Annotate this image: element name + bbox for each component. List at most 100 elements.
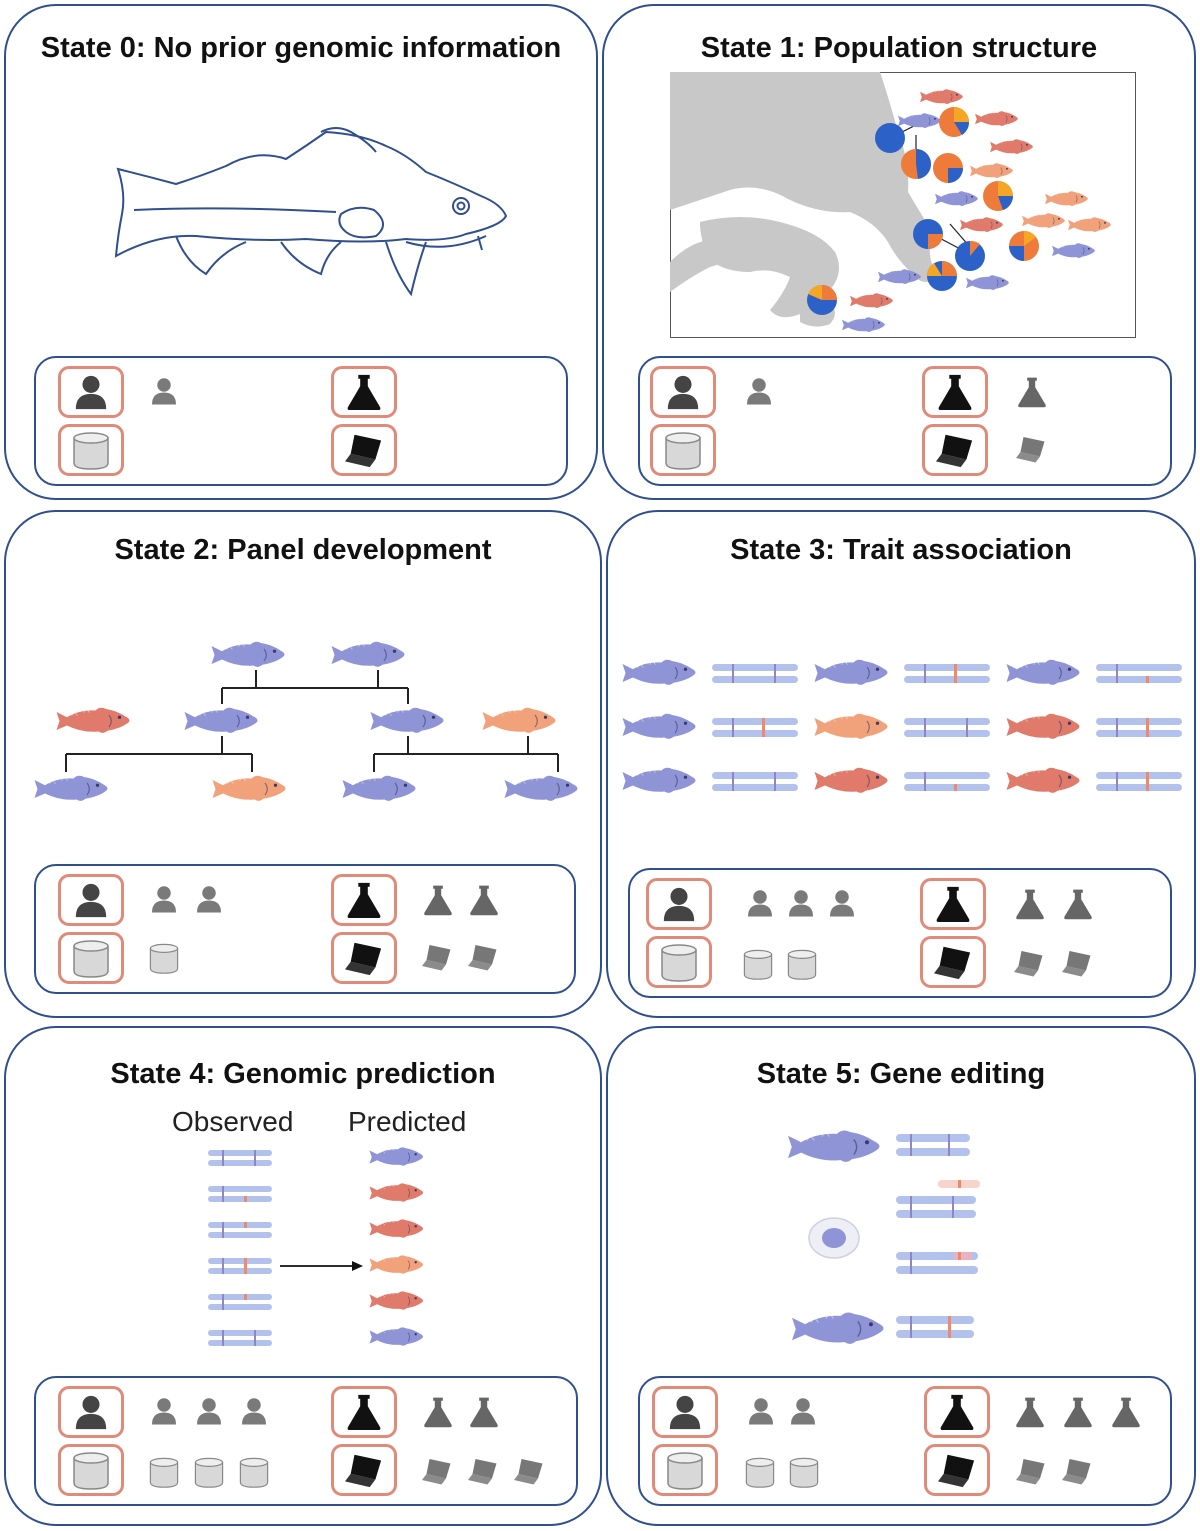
flask-icon — [345, 881, 383, 919]
flask-icon — [1016, 376, 1048, 408]
database-icon — [71, 1450, 111, 1490]
database-icon — [71, 430, 111, 470]
laptop-icon-box — [924, 1444, 990, 1496]
panel-title: State 5: Gene editing — [756, 1058, 1046, 1090]
laptop-icon — [1016, 434, 1046, 464]
person-icon-box — [646, 878, 712, 930]
database-icon-box — [652, 1444, 718, 1496]
resources-box — [638, 356, 1172, 486]
resources-box — [628, 868, 1172, 998]
flask-icon — [938, 1393, 976, 1431]
laptop-icon-box — [331, 424, 397, 476]
predicted-fish — [369, 1146, 424, 1348]
person-icon — [149, 884, 179, 914]
person-icon-box — [58, 1386, 124, 1438]
predicted-label: Predicted — [348, 1106, 467, 1137]
fish — [212, 775, 287, 804]
database-icon — [236, 1456, 272, 1488]
database-icon — [665, 1450, 705, 1490]
laptop-icon-box — [331, 932, 397, 984]
chromosome-group — [896, 1134, 980, 1338]
person-icon — [194, 884, 224, 914]
fish — [504, 775, 579, 804]
flask-icon — [422, 884, 454, 916]
database-icon — [663, 430, 703, 470]
flask-icon — [1062, 888, 1094, 920]
person-icon — [666, 1393, 704, 1431]
person-icon — [660, 885, 698, 923]
person-icon — [827, 888, 857, 918]
flask-icon-box — [924, 1386, 990, 1438]
resources-box — [34, 356, 568, 486]
person-icon-box — [58, 366, 124, 418]
panel-title: State 1: Population structure — [700, 32, 1098, 64]
person-icon — [149, 376, 179, 406]
flask-icon — [1110, 1396, 1142, 1428]
person-icon — [149, 1396, 179, 1426]
laptop-icon — [934, 943, 972, 981]
pie-charts — [807, 107, 1039, 315]
flask-icon — [934, 885, 972, 923]
laptop-icon — [345, 1451, 383, 1489]
person-icon — [786, 888, 816, 918]
person-icon — [746, 1396, 776, 1426]
panel-state-2: State 2: Panel development — [4, 510, 602, 1018]
laptop-icon-box — [920, 936, 986, 988]
person-icon — [745, 888, 775, 918]
fish — [331, 641, 406, 670]
laptop-icon — [422, 942, 452, 972]
fish — [482, 707, 557, 736]
laptop-icon — [1062, 1456, 1092, 1486]
prediction-diagram — [208, 1146, 424, 1348]
panel-state-1: State 1: Population structure — [602, 4, 1196, 500]
fish-group — [622, 659, 1081, 796]
panel-title: State 0: No prior genomic information — [40, 32, 562, 64]
database-icon — [786, 1456, 822, 1488]
fish — [56, 707, 131, 736]
database-icon — [146, 1456, 182, 1488]
panel-title: State 4: Genomic prediction — [110, 1058, 496, 1090]
flask-icon — [1062, 1396, 1094, 1428]
database-icon — [784, 948, 820, 980]
database-icon — [146, 942, 182, 974]
fish — [342, 775, 417, 804]
laptop-icon — [938, 1451, 976, 1489]
database-icon — [71, 938, 111, 978]
laptop-icon-box — [331, 1444, 397, 1496]
flask-icon-box — [331, 874, 397, 926]
fish — [792, 1311, 885, 1348]
laptop-icon-box — [922, 424, 988, 476]
database-icon-box — [650, 424, 716, 476]
database-icon-box — [58, 1444, 124, 1496]
resources-box — [34, 1376, 578, 1506]
flask-icon — [936, 373, 974, 411]
database-icon-box — [646, 936, 712, 988]
panel-title: State 2: Panel development — [114, 534, 492, 566]
panel-title: State 3: Trait association — [730, 534, 1072, 566]
laptop-icon — [468, 942, 498, 972]
laptop-icon — [468, 1456, 498, 1486]
person-icon — [788, 1396, 818, 1426]
gene-editing-diagram — [788, 1129, 980, 1348]
database-icon — [659, 942, 699, 982]
database-icon — [191, 1456, 227, 1488]
population-map — [670, 72, 1136, 338]
fish — [788, 1129, 881, 1166]
fish — [370, 707, 445, 736]
flask-icon — [468, 1396, 500, 1428]
person-icon — [744, 376, 774, 406]
fish — [34, 775, 109, 804]
database-icon-box — [58, 932, 124, 984]
pedigree-diagram — [34, 641, 579, 804]
person-icon — [194, 1396, 224, 1426]
database-icon-box — [58, 424, 124, 476]
flask-icon — [1014, 888, 1046, 920]
fish — [211, 641, 286, 670]
observed-chromosomes — [208, 1150, 272, 1346]
flask-icon-box — [920, 878, 986, 930]
resources-box — [638, 1376, 1172, 1506]
panel-state-5: State 5: Gene editing — [606, 1026, 1196, 1526]
flask-icon — [468, 884, 500, 916]
flask-icon-box — [331, 1386, 397, 1438]
trait-association-grid — [622, 659, 1182, 796]
